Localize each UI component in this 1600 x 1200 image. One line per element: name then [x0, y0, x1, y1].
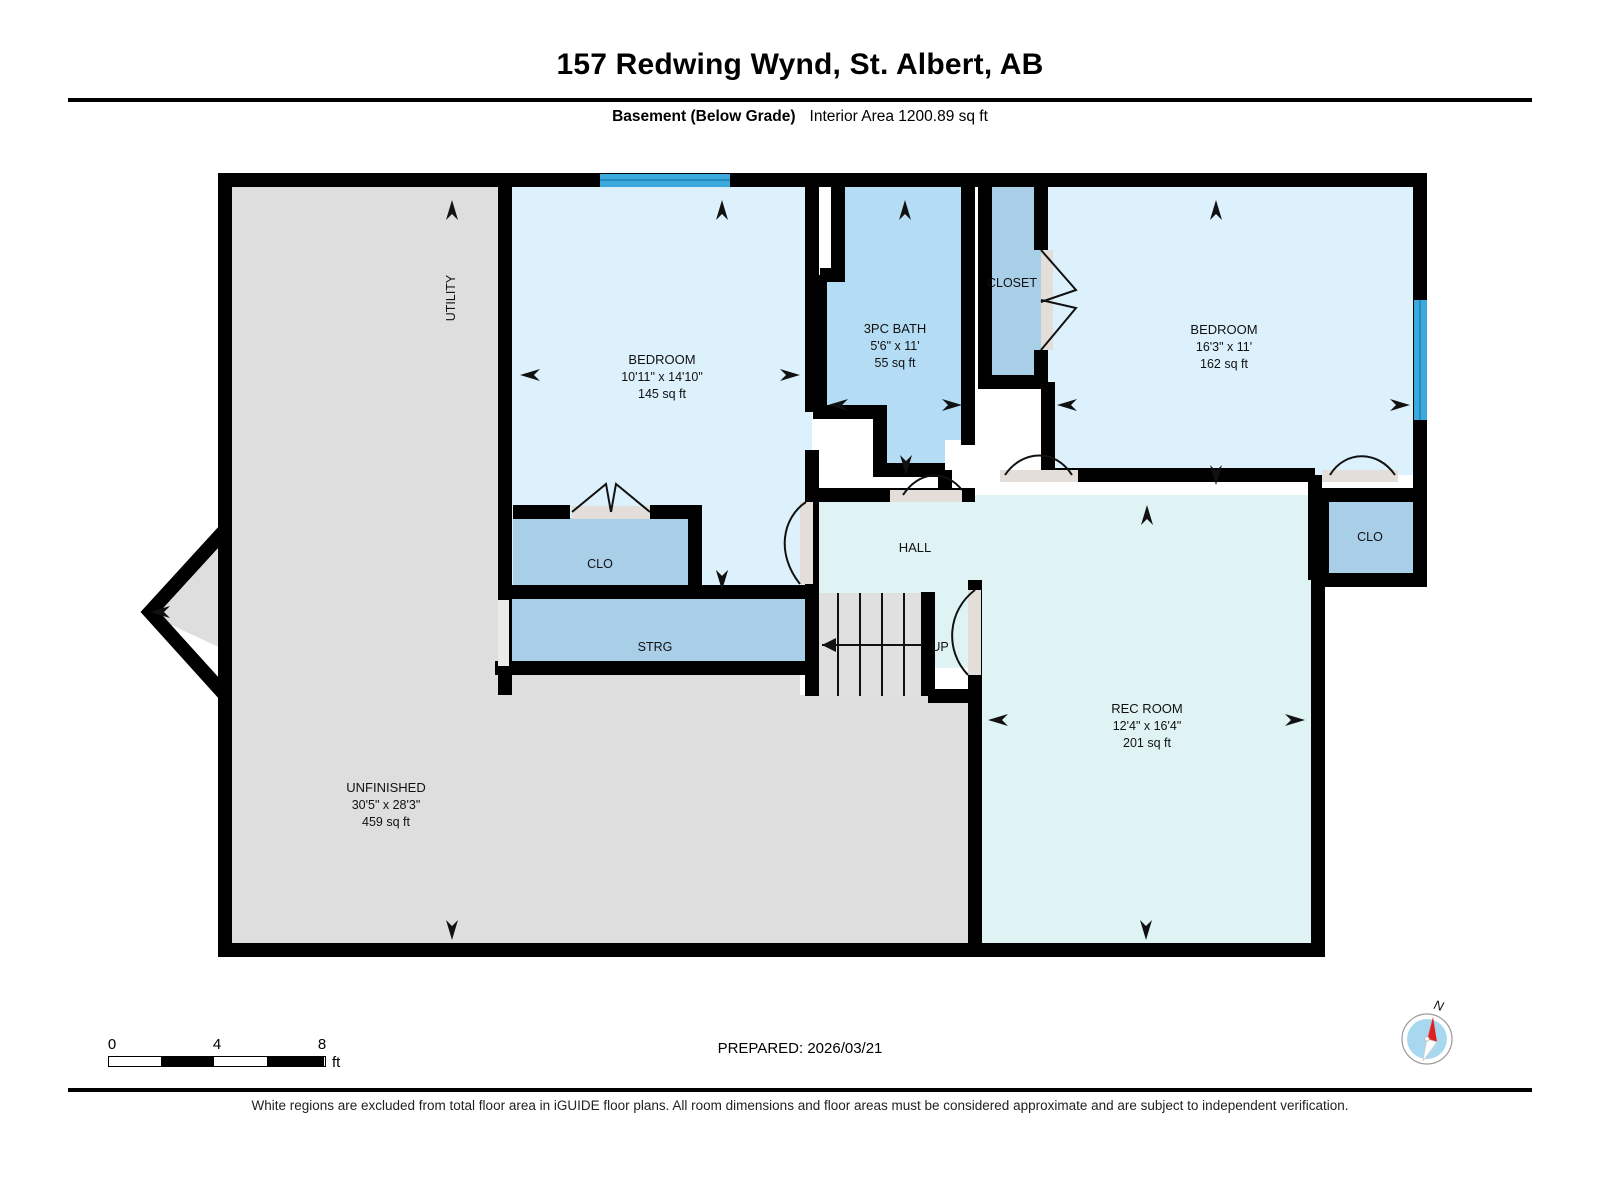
room-area-bath: 55 sq ft [875, 356, 917, 370]
room-label-rec-room: REC ROOM [1111, 701, 1183, 716]
room-dim-unfinished: 30'5" x 28'3" [352, 798, 421, 812]
scale-bar: 0 4 8 ft [108, 1036, 341, 1071]
view-marker-utility [446, 200, 458, 220]
room-label-bedroom-left: BEDROOM [628, 352, 695, 367]
room-utility-shape [150, 180, 505, 695]
floor-plan-drawing: UTILITY BEDROOM 10'11" x 14'10" 145 sq f… [0, 150, 1600, 1010]
scale-tick-0: 0 [107, 1036, 117, 1053]
view-marker-group [150, 200, 1410, 940]
room-clo-left-fill [513, 518, 688, 586]
room-label-bath: 3PC BATH [864, 321, 927, 336]
view-marker-bedroom-left-e [780, 369, 800, 381]
door-closet-main-a [1040, 249, 1078, 303]
room-label-hall: HALL [899, 540, 932, 555]
door-rec-room [951, 589, 976, 676]
room-area-rec-room: 201 sq ft [1123, 736, 1171, 750]
view-marker-unfinished-s [446, 920, 458, 940]
room-closet-main-fill [985, 180, 1041, 378]
room-label-unfinished: UNFINISHED [346, 780, 425, 795]
room-storage-fill [505, 598, 805, 668]
view-marker-bath-n [899, 200, 911, 220]
view-marker-rec-w [988, 714, 1008, 726]
view-marker-rec-e [1285, 714, 1305, 726]
view-marker-bedroom-right-n [1210, 200, 1222, 220]
view-marker-bedroom-left-w [520, 369, 540, 381]
view-marker-bath-w [828, 399, 848, 411]
view-marker-bedroom-right-w [1057, 399, 1077, 411]
door-clo-left-a [571, 482, 612, 513]
scale-tick-1: 4 [212, 1036, 222, 1053]
disclaimer-text: White regions are excluded from total fl… [251, 1098, 1349, 1113]
stairs-treads [822, 593, 922, 696]
view-marker-utility-bay [150, 606, 170, 618]
stairs-label-up: UP [931, 640, 948, 654]
room-unfinished-fill [225, 668, 975, 950]
compass-icon [1401, 1013, 1453, 1065]
floor-plan-svg: UTILITY BEDROOM 10'11" x 14'10" 145 sq f… [140, 173, 1427, 957]
view-marker-bedroom-right-e [1390, 399, 1410, 411]
room-dim-bedroom-right: 16'3" x 11' [1196, 340, 1252, 354]
wall-clo-left-top2 [650, 505, 702, 592]
view-marker-hall [1141, 505, 1153, 525]
room-label-clo-right: CLO [1357, 530, 1383, 544]
scale-bar-graphic [108, 1056, 326, 1067]
door-bath [902, 474, 963, 496]
room-label-bedroom-right: BEDROOM [1190, 322, 1257, 337]
door-bedroom-right-entry [1004, 454, 1073, 476]
room-clo-right-fill [1322, 498, 1422, 576]
door-closet-main-b [1040, 299, 1078, 351]
header-divider [68, 98, 1532, 102]
door-bedroom-left-entry [783, 501, 807, 585]
level-label: Basement (Below Grade) [612, 108, 796, 125]
room-bedroom-right-fill [1048, 180, 1420, 475]
room-label-closet-main: CLOSET [987, 276, 1037, 290]
room-label-storage: STRG [638, 640, 673, 654]
compass-rose: N [1396, 997, 1458, 1068]
scale-tick-2: 8 [317, 1036, 327, 1053]
wall-right-step [1322, 495, 1427, 587]
door-group [498, 249, 1398, 676]
wall-closet-left [978, 180, 1048, 389]
view-marker-bedroom-left-top [716, 200, 728, 220]
prepared-date: PREPARED: 2026/03/21 [717, 1040, 883, 1057]
wall-bath-left [813, 275, 945, 477]
room-area-unfinished: 459 sq ft [362, 815, 410, 829]
page-title: 157 Redwing Wynd, St. Albert, AB [556, 48, 1044, 81]
level-summary: Basement (Below Grade) Interior Area 1200… [0, 108, 1600, 126]
wall-group [140, 173, 1427, 957]
door-clo-right [1329, 455, 1396, 476]
view-marker-rec-s [1140, 920, 1152, 940]
room-rec-room-fill [978, 500, 1318, 950]
footer-divider [68, 1088, 1532, 1092]
room-dim-bath: 5'6" x 11' [870, 339, 919, 353]
room-area-bedroom-right: 162 sq ft [1200, 357, 1248, 371]
window-group [600, 174, 1427, 420]
door-clo-left-b [610, 482, 651, 513]
room-bath-fill [820, 180, 968, 470]
wall-bath-top [820, 180, 845, 282]
scale-ticks: 0 4 8 [108, 1036, 326, 1054]
room-area-bedroom-left: 145 sq ft [638, 387, 686, 401]
view-marker-clo-left [716, 570, 728, 590]
room-label-clo-left: CLO [587, 557, 613, 571]
view-marker-bedroom-right-s [1210, 465, 1222, 485]
room-dim-bedroom-left: 10'11" x 14'10" [621, 370, 703, 384]
interior-area-label: Interior Area 1200.89 sq ft [809, 108, 988, 125]
view-marker-bath-e [942, 399, 962, 411]
room-dim-rec-room: 12'4" x 16'4" [1113, 719, 1182, 733]
room-label-utility: UTILITY [444, 274, 458, 321]
scale-unit-label: ft [332, 1054, 341, 1071]
view-marker-bath-s [900, 455, 912, 475]
